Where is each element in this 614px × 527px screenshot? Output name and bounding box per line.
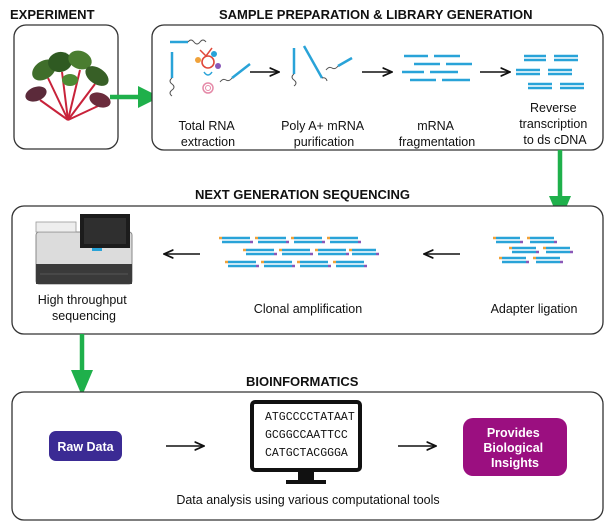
ngs-panel <box>11 205 604 335</box>
sample-prep-panel <box>151 24 604 151</box>
step-sequencing-label: High throughput sequencing <box>38 293 130 323</box>
experiment-heading: EXPERIMENT <box>10 7 95 22</box>
sequence-line-2: GCGGCCAATTCC <box>265 429 348 442</box>
mrna-fragments-illustration <box>402 54 472 82</box>
total-rna-illustration <box>169 39 251 97</box>
insights-label: Provides Biological Insights <box>483 426 546 470</box>
bioinformatics-heading: BIOINFORMATICS <box>246 374 359 389</box>
raw-data-box: Raw Data <box>49 431 122 461</box>
sequencer-machine-illustration <box>35 214 133 285</box>
polya-mrna-illustration <box>291 45 353 87</box>
green-arrow-to-sample-prep <box>110 86 160 108</box>
sequence-line-1: ATGCCCCTATAAT <box>265 411 355 424</box>
chard-plant-illustration <box>25 50 111 121</box>
step-total-rna-label: Total RNA extraction <box>178 119 237 149</box>
ngs-heading: NEXT GENERATION SEQUENCING <box>195 187 410 202</box>
experiment-panel <box>13 24 119 150</box>
step-adapter-ligation-label: Adapter ligation <box>491 302 578 316</box>
step-reverse-transcription-label: Reverse transcription to ds cDNA <box>519 101 591 147</box>
step-clonal-amplification-label: Clonal amplification <box>254 302 362 316</box>
sample-prep-heading: SAMPLE PREPARATION & LIBRARY GENERATION <box>219 7 532 22</box>
biological-insights-box: Provides Biological Insights <box>463 418 567 476</box>
raw-data-label: Raw Data <box>57 440 114 454</box>
green-arrow-to-bioinformatics <box>71 334 93 396</box>
step-fragmentation-label: mRNA fragmentation <box>399 119 475 149</box>
step-polya-label: Poly A+ mRNA purification <box>281 119 367 149</box>
ds-cdna-illustration <box>516 54 584 90</box>
clonal-amplification-illustration <box>219 236 379 268</box>
adapter-ligation-illustration <box>493 236 573 264</box>
computer-monitor-illustration <box>250 400 362 484</box>
sequence-line-3: CATGCTACGGGA <box>265 447 348 460</box>
data-analysis-caption: Data analysis using various computationa… <box>176 493 439 507</box>
